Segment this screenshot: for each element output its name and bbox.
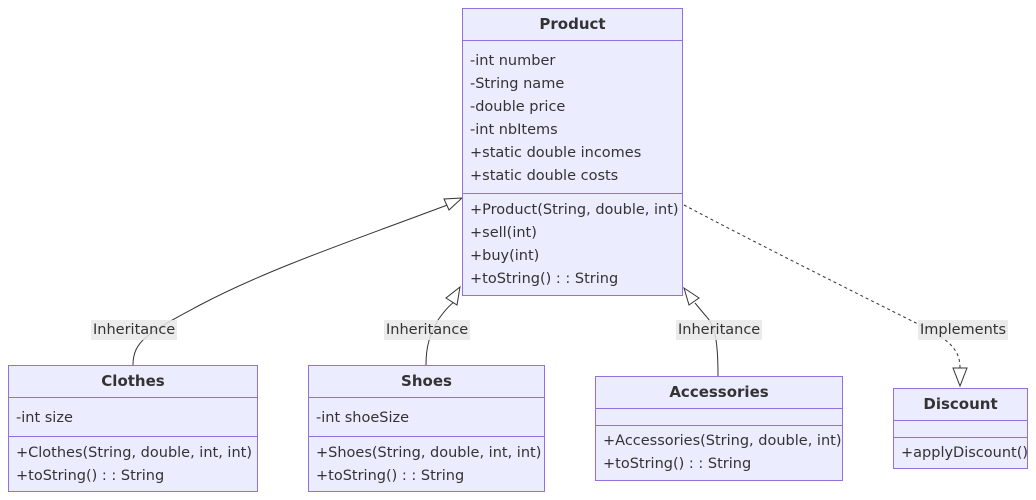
edge-label-shoes-inheritance: Inheritance [384,320,471,340]
inheritance-arrowhead-clothes [443,197,464,211]
class-shoes-divider-2 [309,436,544,437]
edge-label-accessories-inheritance: Inheritance [676,320,763,340]
method: +applyDiscount() [901,445,1029,461]
class-product-divider-1 [463,40,682,41]
class-product-divider-2 [463,193,682,194]
class-clothes-name: Clothes [101,372,165,390]
attribute: +static double costs [470,168,619,184]
class-product-methods: +Product(String, double, int) +sell(int)… [470,199,679,291]
method: +toString() : : String [603,456,752,472]
method: +Product(String, double, int) [470,202,679,218]
realization-arrowhead-discount [952,367,968,388]
class-clothes-divider-1 [9,397,257,398]
class-product-name: Product [539,15,606,33]
edge-label-clothes-inheritance: Inheritance [91,320,178,340]
class-clothes[interactable]: Clothes -int size +Clothes(String, doubl… [8,365,258,492]
class-clothes-methods: +Clothes(String, double, int, int) +toSt… [16,442,253,488]
inheritance-arrowhead-shoes [445,285,461,306]
method: +toString() : : String [16,468,165,484]
method: +Accessories(String, double, int) [603,433,842,449]
class-shoes-divider-1 [309,397,544,398]
method: +toString() : : String [316,468,465,484]
class-discount-methods: +applyDiscount() [901,442,1029,465]
attribute: -int shoeSize [316,410,410,426]
edge-product-discount [683,204,961,369]
method: +toString() : : String [470,271,619,287]
method: +sell(int) [470,225,537,241]
class-discount-divider-1 [894,420,1027,421]
class-shoes[interactable]: Shoes -int shoeSize +Shoes(String, doubl… [308,365,545,492]
class-discount-divider-2 [894,437,1027,438]
class-clothes-attributes: -int size [16,407,253,430]
attribute: -int nbItems [470,122,558,138]
class-clothes-divider-2 [9,436,257,437]
class-discount-name: Discount [923,395,998,413]
class-shoes-name: Shoes [401,372,452,390]
class-product-attributes: -int number -String name -double price -… [470,50,678,188]
class-product[interactable]: Product -int number -String name -double… [462,8,683,296]
class-shoes-attributes: -int shoeSize [316,407,540,430]
method: +buy(int) [470,248,540,264]
class-accessories-divider-1 [596,408,842,409]
attribute: -double price [470,99,566,115]
edge-clothes-product [132,203,451,366]
inheritance-arrowhead-accessories [683,286,700,306]
class-accessories-divider-2 [596,425,842,426]
class-accessories-name: Accessories [669,383,769,401]
method: +Shoes(String, double, int, int) [316,445,542,461]
attribute: +static double incomes [470,145,642,161]
class-accessories-methods: +Accessories(String, double, int) +toStr… [603,430,842,476]
method: +Clothes(String, double, int, int) [16,445,252,461]
attribute: -String name [470,76,565,92]
class-shoes-methods: +Shoes(String, double, int, int) +toStri… [316,442,542,488]
attribute: -int number [470,53,556,69]
attribute: -int size [16,410,73,426]
class-discount[interactable]: Discount +applyDiscount() [893,388,1028,469]
edge-label-discount-implements: Implements [918,320,1009,340]
class-accessories[interactable]: Accessories +Accessories(String, double,… [595,376,843,481]
